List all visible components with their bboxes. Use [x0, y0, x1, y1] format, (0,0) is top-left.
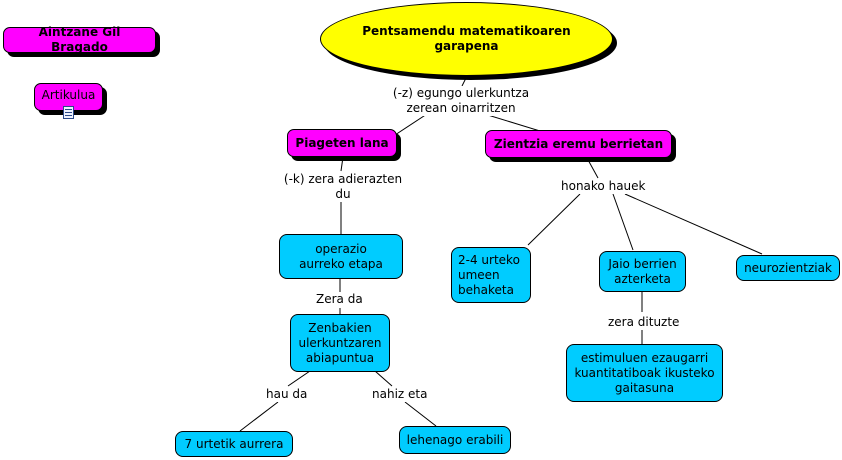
link-root-phrase	[461, 73, 469, 87]
concept-zenbakien-ulerkuntza[interactable]: Zenbakien ulerkuntzaren abiapuntua	[290, 314, 390, 372]
concept-estimuluen-ezaugarri[interactable]: estimuluen ezaugarri kuantitatiboak ikus…	[566, 344, 723, 402]
root-concept[interactable]: Pentsamendu matematikoaren garapena	[320, 2, 613, 76]
phrase-zera-dituzte: zera dituzte	[606, 315, 682, 330]
concept-zientzia-eremu-berrietan[interactable]: Zientzia eremu berrietan	[485, 130, 672, 158]
link-zientzia-honako	[586, 157, 599, 179]
phrase-root-link: (-z) egungo ulerkuntza zerean oinarritze…	[384, 86, 538, 116]
link-piaget-phrase	[340, 156, 344, 172]
concept-operazio-aurreko-etapa[interactable]: operazio aurreko etapa	[279, 234, 403, 279]
link-nahiz-lehenago	[404, 401, 437, 427]
phrase-piaget-link: (-k) zera adierazten du	[276, 172, 410, 202]
link-hauda-7urte	[239, 401, 279, 432]
link-honako-umeen	[527, 193, 581, 246]
document-icon[interactable]	[63, 106, 74, 119]
link-honako-neuro	[624, 193, 763, 255]
concept-neurozientziak[interactable]: neurozientziak	[736, 255, 840, 281]
concept-2-4-urteko-umeen-behaketa[interactable]: 2-4 urteko umeen behaketa	[451, 247, 531, 303]
link-honako-jaio	[612, 193, 634, 251]
link-zenbakien-hauda	[287, 370, 311, 387]
concept-7-urtetik-aurrera[interactable]: 7 urtetik aurrera	[175, 431, 293, 457]
phrase-honako-hauek: honako hauek	[559, 179, 648, 194]
link-zenbakien-nahiz	[374, 370, 393, 387]
author-label: Aintzane Gil Bragado	[3, 25, 156, 54]
phrase-nahiz-eta: nahiz eta	[370, 387, 430, 402]
article-label: Artikulua	[41, 88, 96, 102]
concept-jaio-berrien-azterketa[interactable]: Jaio berrien azterketa	[599, 251, 686, 292]
phrase-zera-da: Zera da	[314, 292, 365, 307]
phrase-hau-da: hau da	[264, 387, 310, 402]
concept-piageten-lana[interactable]: Piageten lana	[287, 129, 397, 157]
concept-lehenago-erabili[interactable]: lehenago erabili	[399, 426, 511, 454]
